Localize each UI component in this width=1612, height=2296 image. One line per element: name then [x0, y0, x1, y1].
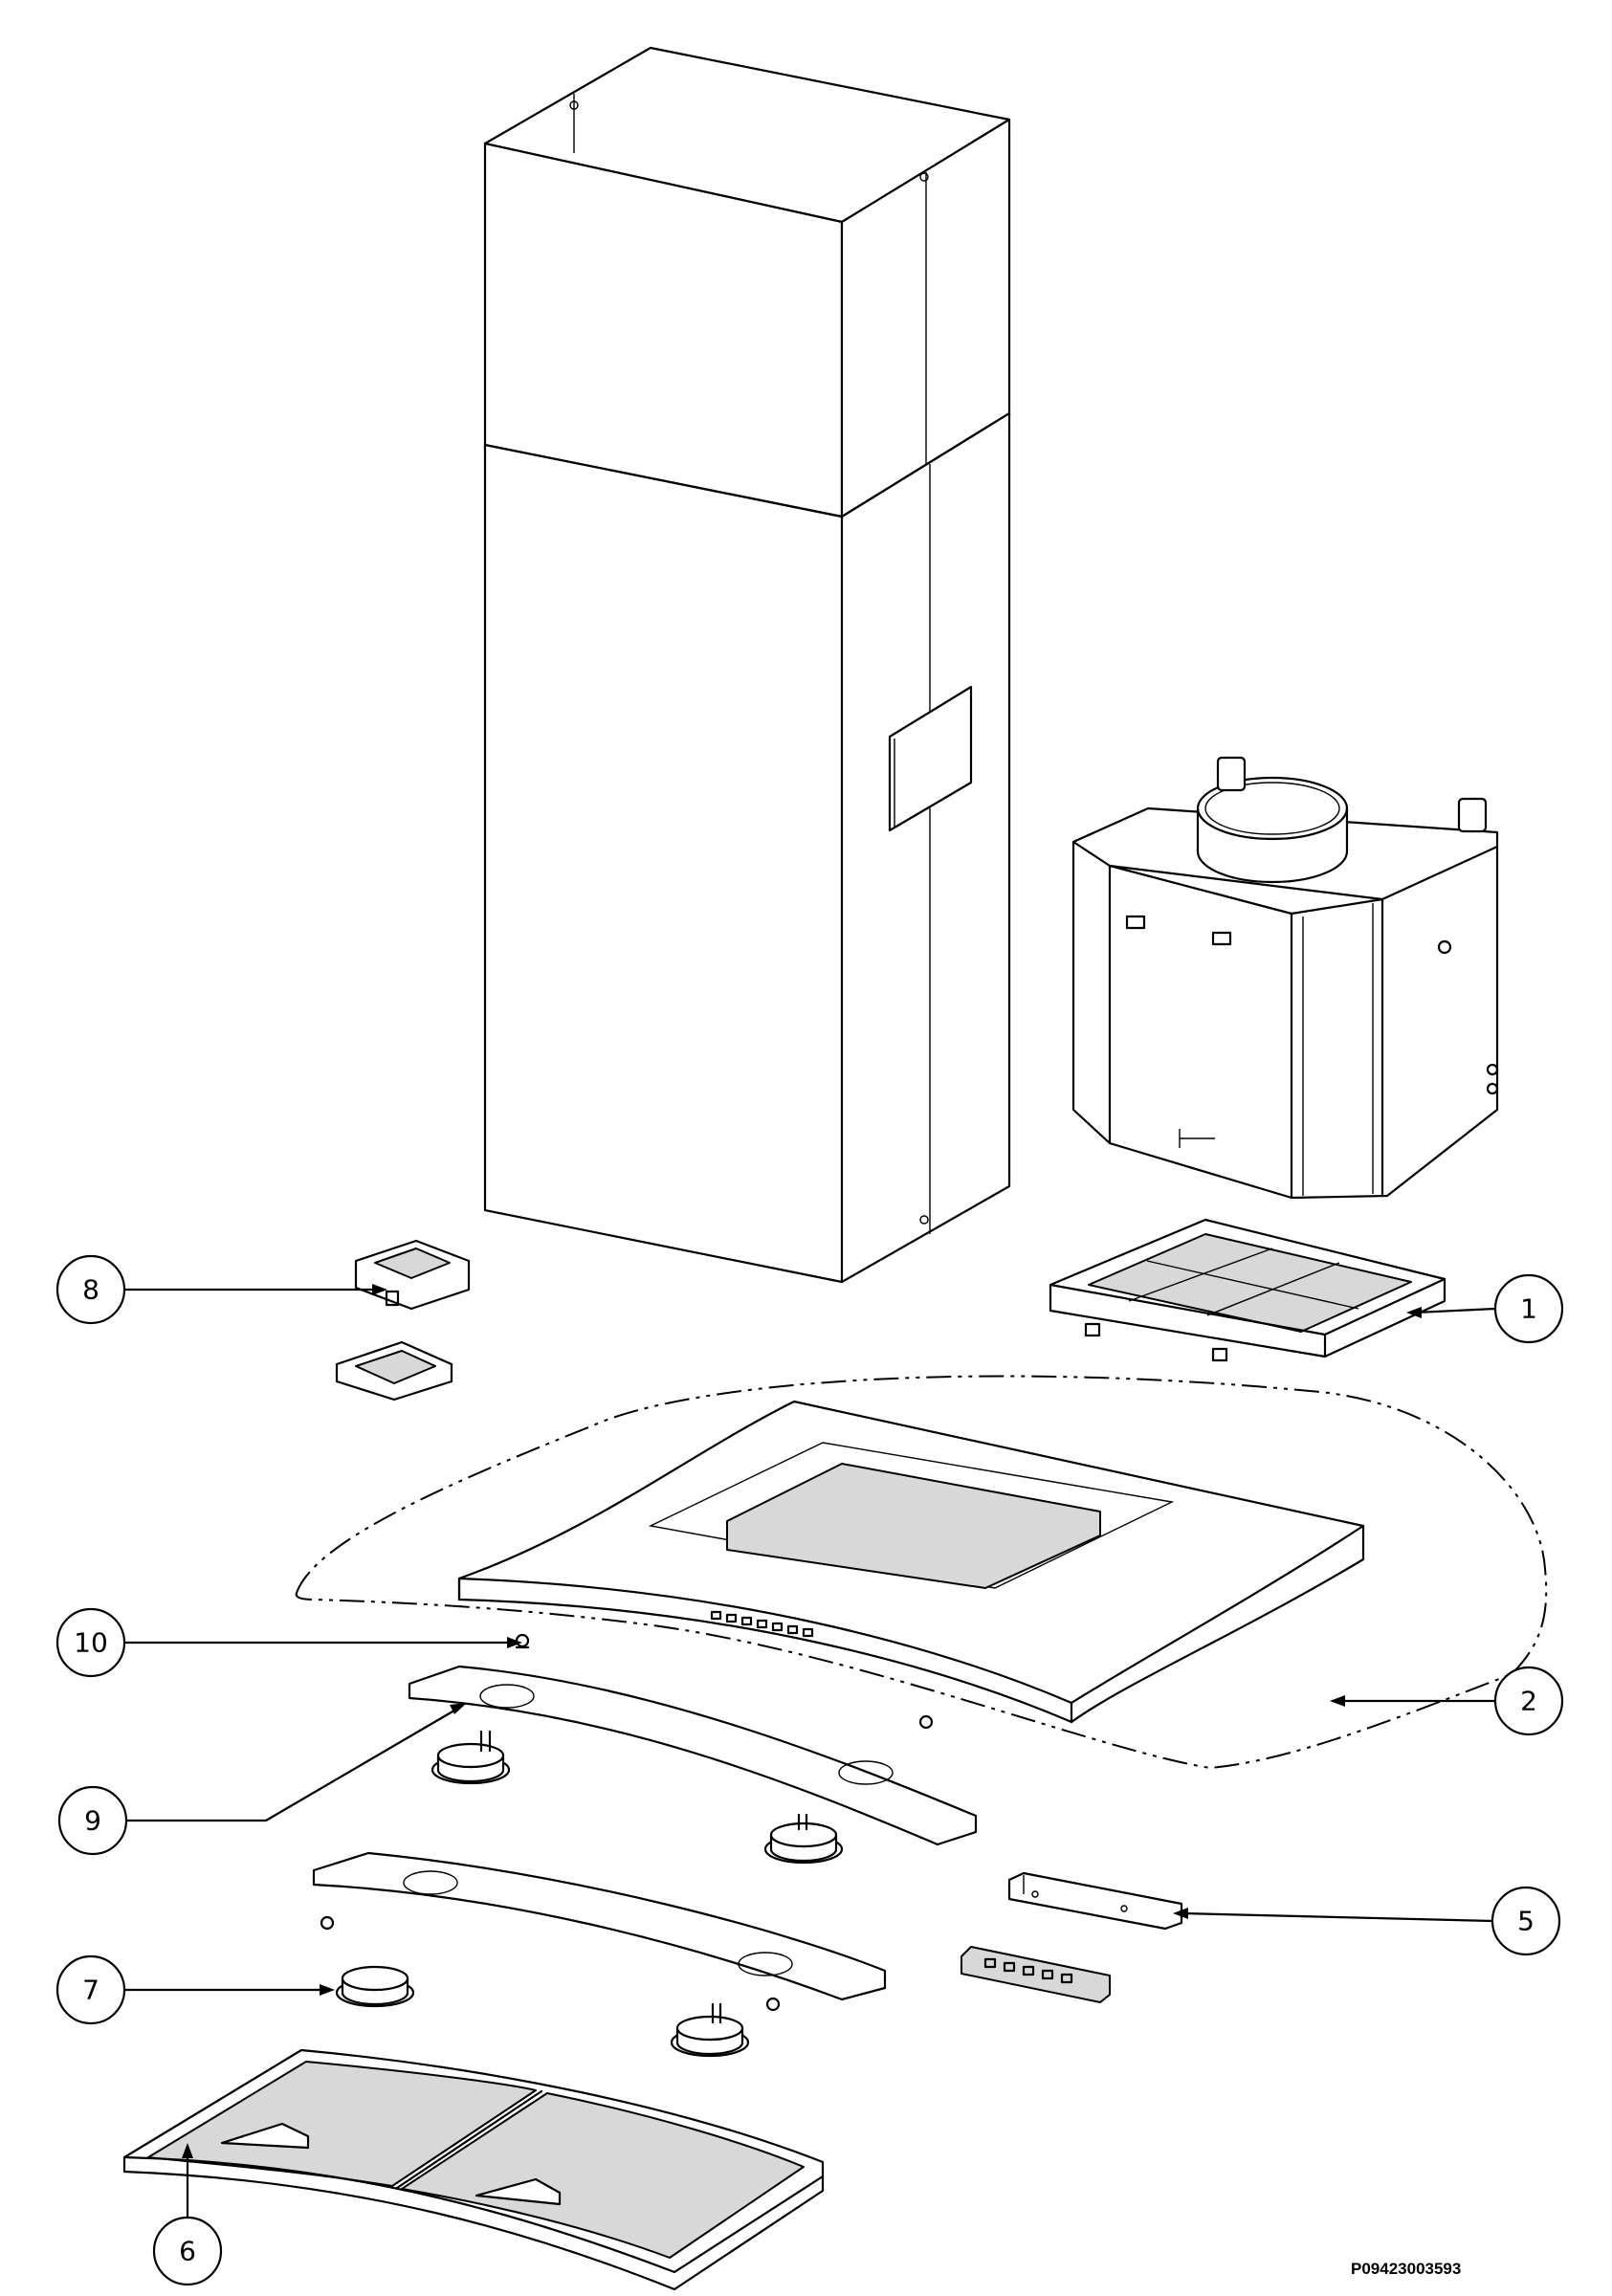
lamp — [431, 1730, 511, 1785]
light-support-lower — [312, 1851, 887, 2001]
callout-8: 8 — [55, 1254, 126, 1325]
callout-label: 10 — [74, 1627, 108, 1659]
lamp — [763, 1813, 844, 1865]
drawing-code: P09423003593 — [1351, 2260, 1462, 2278]
callout-label: 8 — [82, 1274, 99, 1306]
callout-label: 7 — [82, 1975, 99, 2006]
electronic-board — [961, 1871, 1183, 2003]
callout-5: 5 — [1491, 1886, 1561, 1956]
halogen-lamps — [320, 1714, 934, 2058]
callout-label: 6 — [179, 2236, 196, 2267]
chimney-duct — [483, 46, 1011, 1284]
callout-6: 6 — [152, 2216, 223, 2286]
light-support-upper — [408, 1665, 978, 1846]
hood-canopy — [295, 1375, 1548, 1770]
callout-label: 2 — [1520, 1686, 1537, 1717]
motor-unit — [1071, 756, 1499, 1200]
lamp — [670, 2002, 750, 2058]
control-module — [335, 1239, 471, 1402]
leader-lines — [122, 1284, 1497, 2260]
callout-label: 5 — [1517, 1906, 1535, 1937]
callout-7: 7 — [55, 1954, 126, 2025]
callout-10: 10 — [55, 1607, 126, 1678]
callout-9: 9 — [57, 1785, 128, 1856]
carbon-filter — [1049, 1218, 1446, 1362]
grease-filters — [122, 2048, 825, 2291]
callout-label: 9 — [84, 1805, 101, 1837]
lamp — [335, 1965, 415, 2008]
callout-2: 2 — [1493, 1666, 1564, 1736]
callout-label: 1 — [1520, 1293, 1537, 1325]
callout-1: 1 — [1493, 1273, 1564, 1344]
